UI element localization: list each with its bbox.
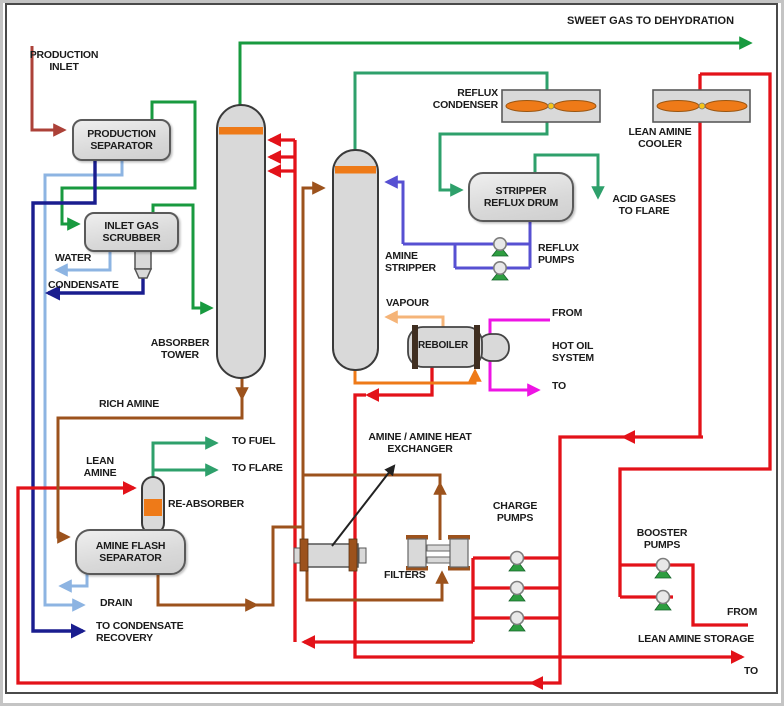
charge-pumps-label: CHARGE PUMPS	[492, 500, 538, 525]
heat-exchanger-label: AMINE / AMINE HEAT EXCHANGER	[368, 431, 472, 456]
gas-lines	[60, 36, 753, 315]
reflux-lines	[384, 175, 532, 270]
inlet-gas-scrubber-box: INLET GAS SCRUBBER	[84, 212, 179, 252]
storage-from-label: FROM	[727, 606, 758, 618]
production-inlet-line	[30, 46, 67, 137]
reflux-pump	[491, 237, 509, 257]
sweet-gas-label: SWEET GAS TO DEHYDRATION	[567, 15, 735, 27]
diagram-inner-frame	[5, 3, 778, 694]
lean-amine-cooler-vessel	[652, 89, 751, 123]
re-absorber-label: RE-ABSORBER	[168, 498, 244, 510]
hot-oil-system-label: HOT OIL SYSTEM	[552, 340, 594, 365]
to-fuel-label: TO FUEL	[232, 435, 276, 447]
absorber-tower-vessel	[216, 104, 266, 379]
amine-stripper-label: AMINE STRIPPER	[385, 250, 436, 275]
lean-amine-cooler-label: LEAN AMINE COOLER	[628, 126, 692, 151]
heat-exchanger-callout-arrow	[331, 464, 396, 547]
scrubber-boot	[133, 246, 153, 279]
absorber-tower-label: ABSORBER TOWER	[150, 337, 210, 362]
heat-exchanger-vessel	[293, 538, 367, 572]
flare-gas-lines	[151, 71, 605, 479]
vapour-label: VAPOUR	[386, 297, 429, 309]
drain-label: DRAIN	[100, 597, 133, 609]
reboiler-feed-line	[353, 368, 482, 385]
reflux-pumps-label: REFLUX PUMPS	[538, 242, 579, 267]
reflux-condenser-vessel	[501, 89, 601, 123]
fan-icon	[656, 100, 748, 112]
lean-amine-storage-label: LEAN AMINE STORAGE	[638, 633, 754, 645]
reboiler-vessel	[407, 325, 510, 369]
to-flare-label: TO FLARE	[232, 462, 283, 474]
filters-label: FILTERS	[384, 569, 426, 581]
hot-oil-to-label: TO	[552, 380, 566, 392]
reflux-condenser-label: REFLUX CONDENSER	[432, 87, 498, 112]
filters-vessel	[406, 535, 470, 571]
hot-oil-from-label: FROM	[552, 307, 583, 319]
fan-icon	[505, 100, 597, 112]
re-absorber-vessel	[141, 476, 165, 535]
reboiler-label: REBOILER	[417, 340, 469, 351]
amine-flash-separator-box: AMINE FLASH SEPARATOR	[75, 529, 186, 575]
pumps-layer	[491, 237, 672, 632]
storage-to-label: TO	[744, 665, 758, 677]
to-condensate-recovery-label: TO CONDENSATE RECOVERY	[96, 620, 184, 645]
amine-stripper-vessel	[332, 149, 379, 371]
booster-pumps-label: BOOSTER PUMPS	[636, 527, 688, 552]
reflux-pump	[491, 260, 509, 281]
condensate-lines	[31, 156, 145, 639]
production-separator-box: PRODUCTION SEPARATOR	[72, 119, 171, 161]
production-inlet-label: PRODUCTION INLET	[29, 49, 99, 74]
rich-amine-label: RICH AMINE	[99, 398, 160, 410]
stripper-reflux-drum-box: STRIPPER REFLUX DRUM	[468, 172, 574, 222]
lean-amine-lines	[16, 72, 772, 690]
rich-amine-lines	[56, 181, 449, 612]
condensate-label: CONDENSATE	[48, 279, 119, 291]
piping	[16, 36, 772, 690]
charge-pump	[508, 610, 526, 632]
charge-pump	[508, 580, 526, 602]
water-label: WATER	[55, 252, 92, 264]
lean-amine-label: LEAN AMINE	[83, 455, 117, 480]
charge-pump	[508, 550, 526, 572]
equipment-layer	[133, 89, 751, 632]
acid-gases-label: ACID GASES TO FLARE	[612, 193, 676, 218]
booster-pump	[654, 557, 672, 579]
booster-pump	[654, 589, 672, 611]
